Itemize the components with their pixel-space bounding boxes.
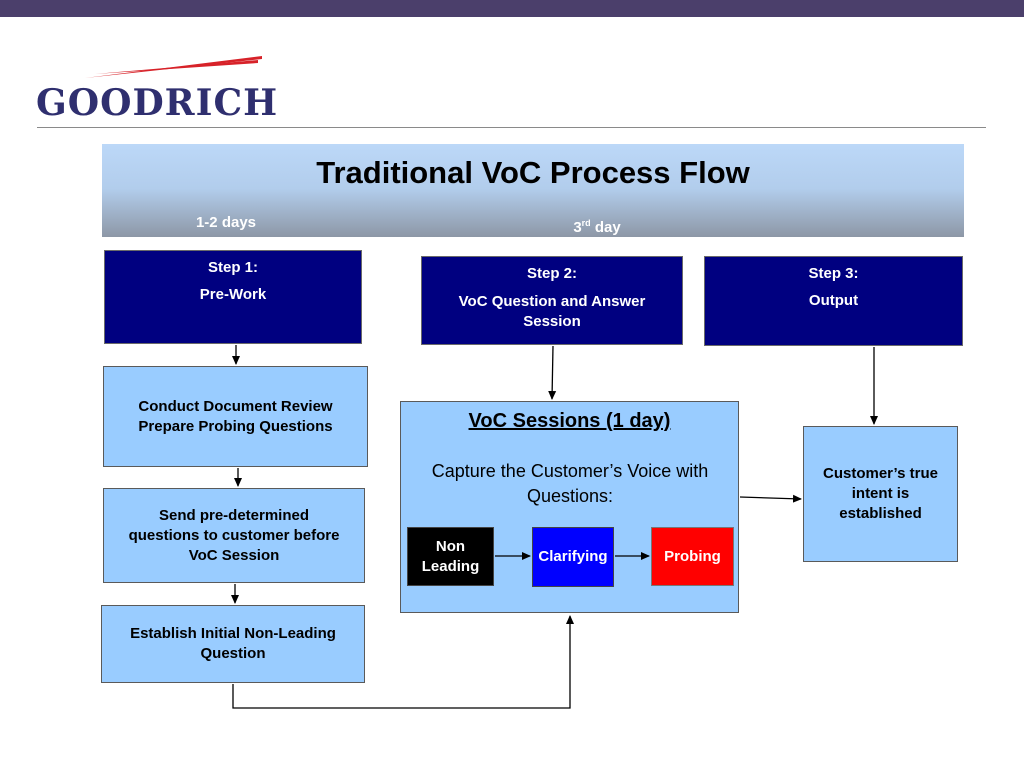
voc-sessions-title: VoC Sessions (1 day) <box>468 410 671 432</box>
top-bar <box>0 0 1024 17</box>
probing-questions-text: Prepare Probing Questions <box>138 417 333 435</box>
voc-sessions-subtitle: Capture the Customer’s Voice with Questi… <box>431 461 709 506</box>
step-1-name: Pre-Work <box>199 286 267 303</box>
timeline-phase-2: 3rd day <box>573 218 621 236</box>
send-questions-text: Send pre-determined questions to custome… <box>128 506 340 564</box>
send-questions-box: Send pre-determined questions to custome… <box>103 488 365 583</box>
initial-question-text: Establish Initial Non-Leading Question <box>130 625 336 662</box>
probing-chip: Probing <box>651 527 734 586</box>
step-3-label: Step 3: <box>808 265 859 282</box>
step-2-name: VoC Question and Answer Session <box>458 293 646 330</box>
document-review-box: Conduct Document Review Prepare Probing … <box>103 366 368 467</box>
step-3-name: Output <box>808 292 859 309</box>
logo-wordmark: GOODRICH <box>36 82 279 124</box>
clarifying-chip: Clarifying <box>532 527 614 587</box>
initial-question-box: Establish Initial Non-Leading Question <box>101 605 365 683</box>
customer-intent-box: Customer’s true intent is established <box>803 426 958 562</box>
step-3-box: Step 3: Output <box>704 256 963 346</box>
customer-intent-text: Customer’s true intent is established <box>822 465 939 522</box>
logo-swoosh-icon <box>85 56 262 78</box>
arrow-voc-to-output <box>739 494 802 503</box>
goodrich-logo: GOODRICH <box>30 50 277 125</box>
page-title: Traditional VoC Process Flow <box>316 155 750 190</box>
title-banner: Traditional VoC Process Flow 1-2 days 3r… <box>102 144 964 237</box>
arrow-step2-to-voc <box>548 345 557 400</box>
timeline-phase-1: 1-2 days <box>195 214 257 231</box>
step-2-label: Step 2: <box>526 265 577 282</box>
document-review-text: Conduct Document Review <box>138 397 333 415</box>
header-divider <box>37 127 986 128</box>
step-1-box: Step 1: Pre-Work <box>104 250 362 344</box>
step-1-label: Step 1: <box>207 259 258 276</box>
step-2-box: Step 2: VoC Question and Answer Session <box>421 256 683 345</box>
non-leading-chip: Non Leading <box>407 527 494 586</box>
